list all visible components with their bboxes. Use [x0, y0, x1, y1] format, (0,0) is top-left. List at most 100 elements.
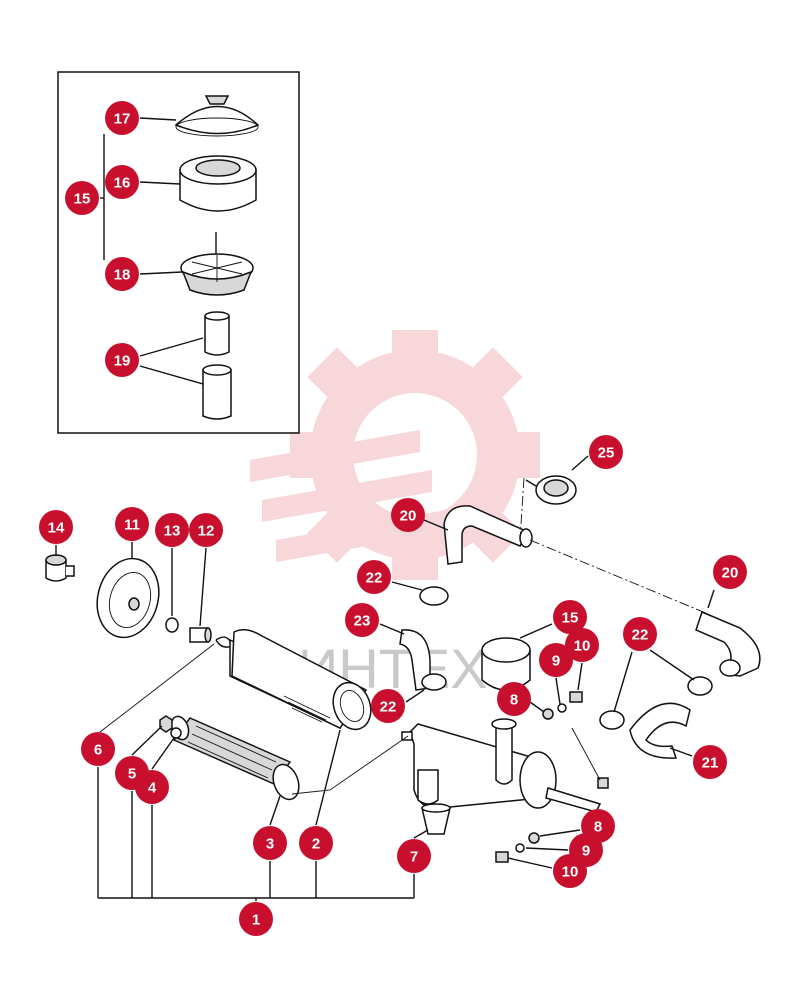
callout-label: 5	[128, 766, 136, 783]
callout-c15a: 15	[65, 181, 99, 215]
callout-c22c: 22	[371, 689, 405, 723]
callout-marker	[397, 839, 431, 873]
callout-label: 23	[354, 613, 371, 630]
callout-label: 11	[124, 517, 140, 534]
callout-marker	[539, 643, 573, 677]
callout-marker	[693, 745, 727, 779]
callout-c17: 17	[105, 101, 139, 135]
callout-marker	[65, 181, 99, 215]
callout-marker	[239, 902, 273, 936]
part-25-cap	[525, 475, 577, 505]
callout-c6: 6	[81, 732, 115, 766]
callout-marker	[553, 600, 587, 634]
callout-c18: 18	[105, 257, 139, 291]
callout-label: 18	[114, 267, 131, 284]
callout-marker	[253, 826, 287, 860]
part-11-end-cover	[96, 557, 160, 639]
callout-label: 10	[574, 638, 591, 655]
callout-marker	[105, 165, 139, 199]
part-19-tubes	[202, 311, 232, 420]
part-16-housing	[179, 155, 257, 212]
part-13-washer	[165, 617, 179, 633]
callout-marker	[565, 628, 599, 662]
part-18-precleaner	[180, 232, 254, 296]
callout-label: 22	[380, 699, 397, 716]
callout-label: 25	[598, 445, 615, 462]
part-20-elbow-top	[443, 505, 533, 565]
callout-label: 15	[74, 191, 91, 208]
callout-c10a: 10	[565, 628, 599, 662]
part-body-air-cleaner	[401, 718, 602, 813]
callout-label: 8	[510, 692, 518, 709]
callout-label: 20	[722, 565, 739, 582]
callout-label: 14	[48, 520, 65, 537]
callout-c16: 16	[105, 165, 139, 199]
callout-c20a: 20	[391, 498, 425, 532]
callout-label: 9	[582, 843, 590, 860]
callout-label: 19	[114, 353, 131, 370]
part-2-outer-filter	[229, 629, 372, 731]
callout-marker	[81, 732, 115, 766]
callout-c21: 21	[693, 745, 727, 779]
callout-marker	[623, 617, 657, 651]
callout-marker	[105, 257, 139, 291]
callout-marker	[371, 689, 405, 723]
part-8-9-10-fasteners-bottom	[495, 777, 609, 863]
callout-c3: 3	[253, 826, 287, 860]
part-14-cap-nut	[45, 554, 75, 582]
part-12-bolt	[189, 627, 212, 643]
callout-c25: 25	[589, 435, 623, 469]
callout-label: 1	[252, 912, 260, 929]
callout-label: 7	[410, 849, 418, 866]
callout-c9a: 9	[539, 643, 573, 677]
callout-label: 8	[594, 819, 602, 836]
callout-c11: 11	[115, 507, 149, 541]
part-5-nut	[159, 715, 173, 733]
callout-label: 2	[312, 836, 320, 853]
callout-c4: 4	[135, 770, 169, 804]
callout-marker	[391, 498, 425, 532]
callout-marker	[115, 507, 149, 541]
inset-frame	[57, 71, 300, 434]
callout-label: 3	[266, 836, 274, 853]
part-7-dust-valve	[421, 803, 451, 835]
callout-marker	[497, 682, 531, 716]
part-8-9-10-fasteners-top	[542, 691, 583, 720]
callout-c2: 2	[299, 826, 333, 860]
callout-c20b: 20	[713, 555, 747, 589]
callout-label: 12	[198, 523, 215, 540]
callout-c10b: 10	[553, 854, 587, 888]
callout-c22b: 22	[623, 617, 657, 651]
part-23-hose	[399, 629, 431, 691]
callout-marker	[357, 560, 391, 594]
callout-c23: 23	[345, 603, 379, 637]
part-15-precleaner-cap	[481, 637, 531, 691]
callout-c14: 14	[39, 510, 73, 544]
callout-label: 17	[114, 111, 131, 128]
callout-label: 13	[164, 523, 181, 540]
callout-c12: 12	[189, 513, 223, 547]
callout-label: 10	[562, 864, 579, 881]
callout-c22a: 22	[357, 560, 391, 594]
callout-c13: 13	[155, 513, 189, 547]
watermark-gear-icon	[250, 330, 540, 580]
callout-marker	[105, 343, 139, 377]
callout-label: 16	[114, 175, 131, 192]
part-17-cap	[174, 95, 260, 137]
callout-c1: 1	[239, 902, 273, 936]
callout-label: 22	[632, 627, 649, 644]
main-leaders	[55, 455, 715, 901]
callout-label: 6	[94, 742, 102, 759]
callout-marker	[299, 826, 333, 860]
part-4-washer	[170, 727, 182, 739]
part-21-hose	[629, 702, 691, 759]
callout-marker	[105, 101, 139, 135]
callout-marker	[135, 770, 169, 804]
callout-label: 15	[562, 610, 579, 627]
callout-c19: 19	[105, 343, 139, 377]
callout-marker	[155, 513, 189, 547]
part-3-inner-filter	[170, 715, 300, 801]
assembly-lines	[99, 477, 709, 795]
part-22-clamps	[419, 586, 713, 730]
